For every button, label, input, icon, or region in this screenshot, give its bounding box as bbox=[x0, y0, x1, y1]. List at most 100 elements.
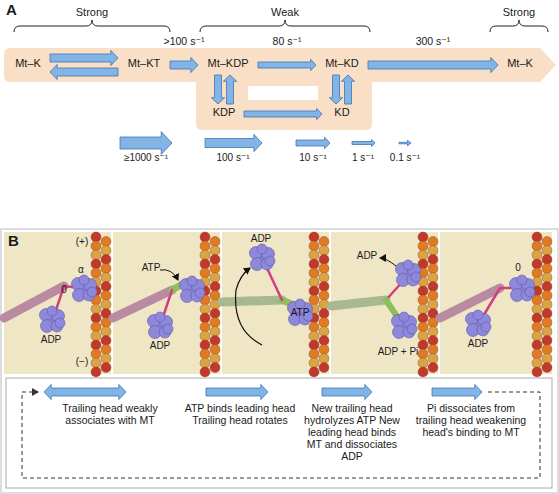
tubulin-subunit bbox=[428, 354, 438, 364]
rate-arrow bbox=[170, 57, 198, 72]
tubulin-subunit bbox=[319, 354, 329, 364]
motor-head bbox=[411, 272, 421, 282]
step-box bbox=[6, 378, 552, 488]
motor-head bbox=[79, 275, 89, 285]
tubulin-subunit bbox=[418, 349, 428, 359]
tubulin-subunit bbox=[428, 282, 438, 292]
tubulin-subunit bbox=[542, 300, 552, 310]
tubulin-subunit bbox=[418, 286, 428, 296]
tubulin-subunit bbox=[532, 367, 542, 377]
figure-label: B bbox=[8, 232, 28, 249]
rate-arrow-sample bbox=[205, 134, 262, 151]
rate-label: 300 s⁻¹ bbox=[393, 35, 473, 47]
kinesin-panel bbox=[440, 232, 552, 377]
motor-head bbox=[47, 306, 57, 316]
tubulin-subunit bbox=[418, 367, 428, 377]
tubulin-subunit bbox=[210, 255, 220, 265]
kinesin-panel bbox=[222, 232, 329, 377]
tubulin-subunit bbox=[91, 340, 101, 350]
step-description: Pi dissociates from trailing head weaken… bbox=[414, 402, 528, 438]
tubulin-subunit bbox=[532, 331, 542, 341]
tubulin-subunit bbox=[428, 291, 438, 301]
state-node: Mt–KT bbox=[120, 57, 168, 73]
tubulin-subunit bbox=[428, 246, 438, 256]
kinesin-motor bbox=[4, 275, 97, 333]
coiled-coil-stalk bbox=[4, 286, 64, 318]
tubulin-subunit bbox=[319, 336, 329, 346]
tubulin-subunit bbox=[418, 340, 428, 350]
step-arrow bbox=[432, 384, 482, 399]
tubulin-subunit bbox=[418, 295, 428, 305]
rate-arrow-forward bbox=[211, 75, 224, 104]
tubulin-subunit bbox=[542, 282, 552, 292]
rate-arrow-forward bbox=[170, 57, 198, 72]
figure-label: ADP + Pi bbox=[372, 346, 424, 358]
step-arrow bbox=[206, 384, 268, 399]
state-node: Mt–K bbox=[500, 57, 540, 73]
rate-arrow bbox=[211, 75, 236, 104]
tubulin-subunit bbox=[542, 309, 552, 319]
tubulin-subunit bbox=[418, 250, 428, 260]
tubulin-subunit bbox=[428, 363, 438, 373]
rate-arrow bbox=[50, 50, 118, 79]
tubulin-subunit bbox=[200, 259, 210, 269]
tubulin-subunit bbox=[101, 363, 111, 373]
kinesin-panel bbox=[113, 232, 220, 377]
kinesin-panel bbox=[331, 232, 438, 377]
legend-arrows bbox=[120, 132, 411, 155]
rate-arrow-sample bbox=[120, 132, 172, 155]
tubulin-subunit bbox=[91, 304, 101, 314]
panel-background bbox=[331, 232, 438, 374]
motor-head bbox=[87, 287, 97, 297]
kinesin-motor bbox=[440, 275, 535, 337]
motor-head bbox=[525, 287, 535, 297]
figure-label: ADP bbox=[36, 334, 66, 346]
tubulin-subunit bbox=[319, 264, 329, 274]
tubulin-subunit bbox=[101, 327, 111, 337]
figure-label: α bbox=[75, 264, 87, 276]
tubulin-subunit bbox=[309, 286, 319, 296]
state-node: Mt–KDP bbox=[200, 57, 256, 73]
tubulin-subunit bbox=[309, 358, 319, 368]
tubulin-subunit bbox=[532, 259, 542, 269]
tubulin-subunit bbox=[309, 241, 319, 251]
tubulin-subunit bbox=[91, 322, 101, 332]
tubulin-subunit bbox=[428, 264, 438, 274]
tubulin-subunit bbox=[309, 259, 319, 269]
tubulin-subunit bbox=[418, 232, 428, 242]
tubulin-subunit bbox=[309, 349, 319, 359]
state-label: Mt–KT bbox=[120, 57, 168, 70]
tubulin-subunit bbox=[532, 232, 542, 242]
tubulin-subunit bbox=[200, 322, 210, 332]
tubulin-subunit bbox=[418, 358, 428, 368]
tubulin-subunit bbox=[101, 237, 111, 247]
tubulin-subunit bbox=[101, 282, 111, 292]
neck-linker bbox=[266, 266, 282, 300]
pathway-band bbox=[4, 48, 556, 130]
tubulin-subunit bbox=[309, 322, 319, 332]
tubulin-subunit bbox=[319, 273, 329, 283]
tubulin-subunit bbox=[91, 331, 101, 341]
panel-background bbox=[440, 232, 552, 374]
rate-arrow-forward bbox=[368, 57, 498, 72]
kinesin-panels bbox=[4, 232, 552, 377]
brace bbox=[490, 20, 548, 32]
cycle-loop bbox=[22, 392, 540, 478]
rate-arrow bbox=[244, 108, 322, 119]
tubulin-subunit bbox=[91, 259, 101, 269]
motor-head bbox=[403, 260, 413, 270]
tubulin-subunit bbox=[319, 363, 329, 373]
tubulin-subunit bbox=[319, 327, 329, 337]
tubulin-subunit bbox=[319, 246, 329, 256]
panel-b-frame bbox=[1, 229, 558, 493]
tubulin-subunit bbox=[319, 318, 329, 328]
state-label: KD bbox=[324, 106, 360, 119]
tubulin-subunit bbox=[309, 331, 319, 341]
tubulin-subunit bbox=[200, 349, 210, 359]
tubulin-subunit bbox=[101, 345, 111, 355]
tubulin-subunit bbox=[532, 313, 542, 323]
figure-label: 0 bbox=[58, 284, 70, 296]
motor-head bbox=[481, 322, 491, 332]
legend-text: ≥1000 s⁻¹ bbox=[111, 152, 181, 164]
tubulin-subunit bbox=[210, 273, 220, 283]
